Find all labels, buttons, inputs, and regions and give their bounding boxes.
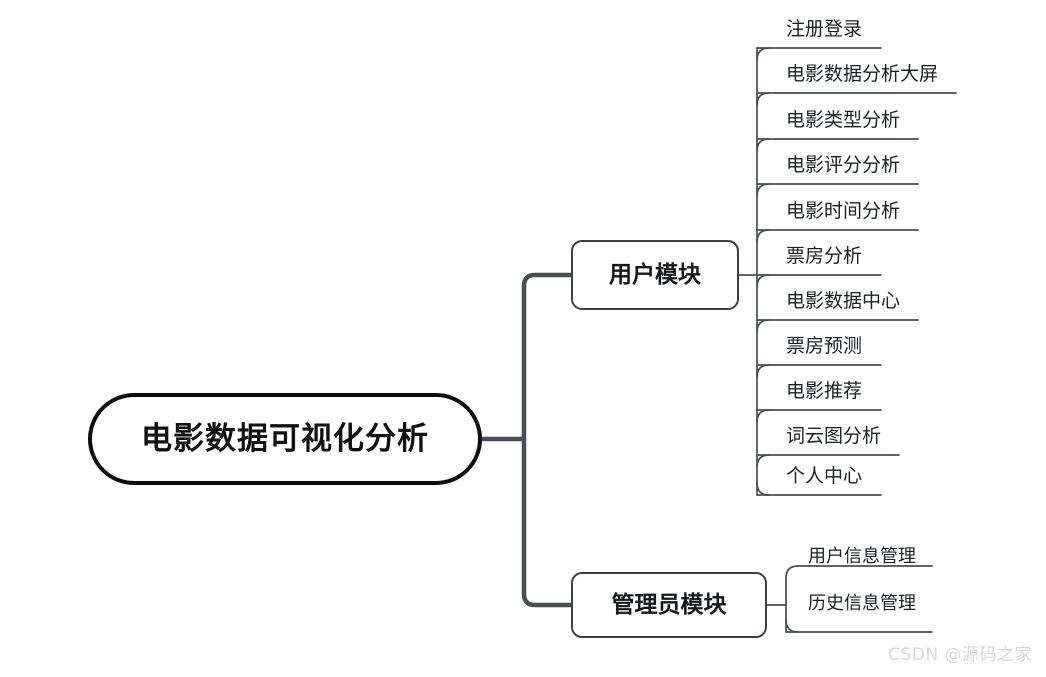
leaf-elbow-5: [756, 229, 770, 243]
leaf-elbow-1: [756, 47, 770, 61]
leaf-elbow-6: [756, 274, 770, 288]
admin-leaf-elbow-2: [785, 619, 799, 633]
leaf-node-movie-genre-analysis[interactable]: 电影类型分析: [786, 111, 900, 130]
leaf-elbow-8: [756, 364, 770, 378]
leaf-elbow-9: [756, 409, 770, 423]
leaf-node-wordcloud-analysis[interactable]: 词云图分析: [786, 427, 881, 446]
leaf-label: 电影时间分析: [786, 200, 901, 222]
leaf-node-box-office-analysis[interactable]: 票房分析: [786, 247, 862, 266]
leaf-elbow-7: [756, 319, 770, 333]
trunk-to-user: [521, 272, 574, 442]
leaf-node-personal-center[interactable]: 个人中心: [786, 467, 862, 486]
leaf-elbow-11: [756, 482, 770, 496]
leaf-elbow-3: [756, 138, 770, 152]
leaf-elbow-10: [756, 454, 770, 468]
leaf-label: 票房分析: [786, 245, 863, 267]
branch-node-user-module[interactable]: 用户模块: [571, 240, 739, 310]
branch-node-user-module-label: 用户模块: [609, 261, 701, 288]
leaf-label: 电影推荐: [786, 380, 863, 402]
leaf-elbow-2: [756, 92, 770, 106]
branch-node-admin-module-label: 管理员模块: [611, 591, 727, 618]
leaf-node-movie-time-analysis[interactable]: 电影时间分析: [786, 202, 900, 221]
leaf-label: 电影数据分析大屏: [786, 63, 939, 85]
root-node-label: 电影数据可视化分析: [141, 420, 429, 457]
leaf-node-history-info-management[interactable]: 历史信息管理: [808, 595, 916, 613]
leaf-label: 词云图分析: [786, 425, 882, 447]
leaf-node-movie-data-center[interactable]: 电影数据中心: [786, 292, 900, 311]
leaf-label: 用户信息管理: [808, 546, 916, 567]
leaf-node-user-info-management[interactable]: 用户信息管理: [808, 548, 916, 566]
leaf-label: 电影评分分析: [786, 154, 901, 176]
branch-node-admin-module[interactable]: 管理员模块: [571, 572, 767, 638]
leaf-node-register-login[interactable]: 注册登录: [786, 20, 862, 39]
leaf-label: 个人中心: [786, 465, 863, 487]
leaf-label: 电影数据中心: [786, 290, 901, 312]
leaf-node-movie-rating-analysis[interactable]: 电影评分分析: [786, 156, 900, 175]
leaf-node-box-office-forecast[interactable]: 票房预测: [786, 337, 862, 356]
admin-leaf-connector-1: [785, 565, 933, 579]
leaf-label: 历史信息管理: [808, 593, 916, 614]
trunk-to-admin: [521, 436, 574, 608]
leaf-label: 票房预测: [786, 335, 863, 357]
root-node[interactable]: 电影数据可视化分析: [88, 393, 482, 485]
leaf-node-movie-recommendation[interactable]: 电影推荐: [786, 382, 862, 401]
watermark: CSDN @源码之家: [888, 645, 1032, 665]
leaf-elbow-4: [756, 183, 770, 197]
leaf-label: 电影类型分析: [786, 109, 901, 131]
leaf-node-movie-data-dashboard[interactable]: 电影数据分析大屏: [786, 65, 938, 84]
leaf-label: 注册登录: [786, 18, 863, 40]
